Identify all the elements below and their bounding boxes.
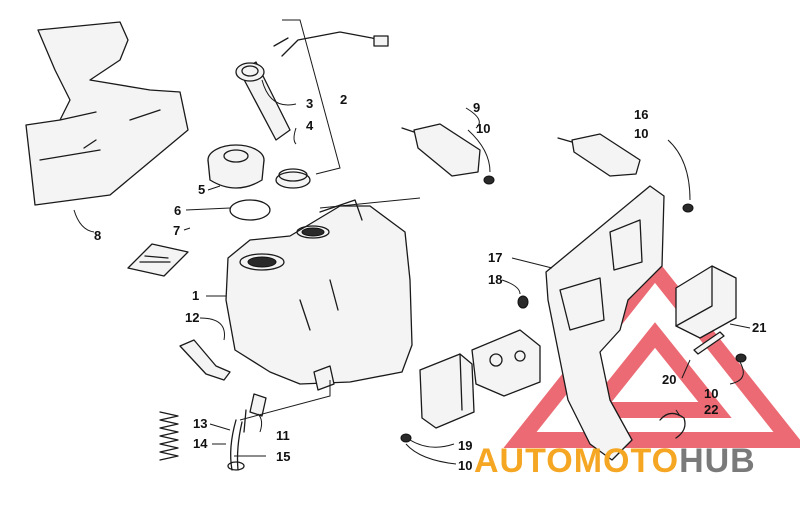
callout-20: 20 — [662, 372, 676, 387]
part-13-hose — [227, 419, 245, 471]
callout-18: 18 — [488, 272, 502, 287]
callout-3: 3 — [306, 96, 313, 111]
callout-19: 19 — [458, 438, 472, 453]
part-14-spring — [159, 411, 179, 461]
watermark-text-part1: AUTOMOTO — [474, 442, 679, 480]
part-19-module — [400, 329, 541, 443]
callout-8: 8 — [94, 228, 101, 243]
leader-lines — [73, 19, 751, 465]
watermark-text-part2: HUB — [679, 442, 756, 480]
callout-2: 2 — [340, 92, 347, 107]
part-8-shield — [25, 21, 189, 206]
callout-15: 15 — [276, 449, 290, 464]
part-3-sender — [235, 31, 389, 141]
callout-7: 7 — [173, 223, 180, 238]
part-7-decal — [127, 243, 189, 277]
part-21-box — [675, 265, 737, 339]
callout-14: 14 — [193, 436, 208, 451]
callout-13: 13 — [193, 416, 207, 431]
part-22-clip — [659, 412, 686, 439]
callout-10-b: 10 — [634, 126, 648, 141]
callout-9: 9 — [473, 100, 480, 115]
callout-5: 5 — [198, 182, 205, 197]
callout-10-c: 10 — [704, 386, 718, 401]
part-17-mount-plate — [545, 185, 665, 461]
callout-22: 22 — [704, 402, 718, 417]
callout-12: 12 — [185, 310, 199, 325]
callout-16: 16 — [634, 107, 648, 122]
part-4-neck-ring — [275, 168, 311, 189]
callout-1: 1 — [192, 288, 199, 303]
part-1-fuel-tank — [225, 199, 413, 391]
callout-4: 4 — [306, 118, 314, 133]
watermark-text: AUTOMOTOHUB — [474, 442, 756, 480]
callout-17: 17 — [488, 250, 502, 265]
part-5-fuel-cap — [207, 144, 265, 189]
callout-11: 11 — [276, 428, 290, 443]
callout-10-d: 10 — [458, 458, 472, 473]
part-11-fitting — [243, 393, 267, 433]
part-18-grommet — [517, 295, 529, 309]
part-10-nut-right — [735, 353, 747, 363]
part-6-gasket — [229, 199, 271, 221]
callout-10-a: 10 — [476, 121, 490, 136]
part-9-bracket — [401, 123, 495, 185]
callouts: 1 2 3 4 5 6 7 8 9 10 16 10 17 18 12 21 2… — [94, 92, 766, 473]
part-16-bracket — [557, 133, 694, 213]
part-12-strap — [179, 339, 231, 381]
callout-21: 21 — [752, 320, 766, 335]
part-20-strip — [693, 331, 725, 355]
callout-6: 6 — [174, 203, 181, 218]
